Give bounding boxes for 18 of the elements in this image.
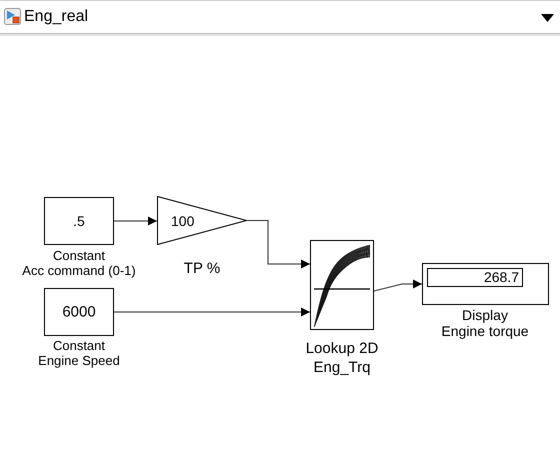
signal-line xyxy=(246,220,310,268)
block-value: 6000 xyxy=(62,303,96,321)
block-name: Constant Acc command (0-1) xyxy=(22,248,136,278)
signal-line xyxy=(374,280,422,292)
block-value: .5 xyxy=(73,212,85,230)
signal-line xyxy=(114,308,310,316)
gain-block xyxy=(157,196,247,245)
model-name: Eng_real xyxy=(24,8,88,26)
display-readout: 268.7 xyxy=(427,268,523,287)
signal-line xyxy=(114,216,158,226)
block-name: TP % xyxy=(184,260,220,278)
block-value: 100 xyxy=(171,212,194,229)
block-name: Constant Engine Speed xyxy=(38,338,120,368)
block-name: Lookup 2D Eng_Trq xyxy=(306,339,378,377)
block-name: Display Engine torque xyxy=(441,307,529,339)
display-block xyxy=(422,263,549,305)
constant-block xyxy=(44,197,114,245)
constant-block xyxy=(44,288,114,336)
